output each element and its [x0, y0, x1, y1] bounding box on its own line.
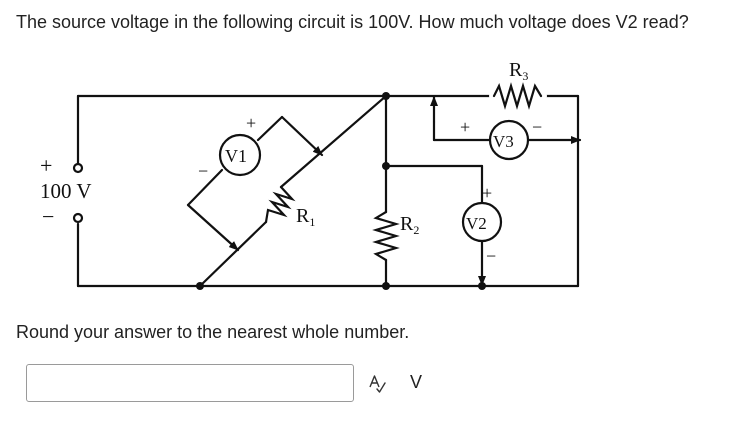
v1-label: V1 — [225, 146, 247, 166]
v2-plus: + — [482, 183, 492, 203]
r1-label: R1 — [296, 205, 315, 229]
v2-minus: − — [486, 246, 496, 266]
v3-plus: + — [460, 117, 470, 137]
source-minus: − — [42, 204, 54, 229]
question-text: The source voltage in the following circ… — [16, 12, 689, 32]
v1-plus: + — [246, 113, 256, 133]
format-text-icon[interactable] — [368, 374, 386, 394]
v1-minus: − — [198, 161, 208, 181]
instruction-text: Round your answer to the nearest whole n… — [16, 322, 410, 342]
v2-label: V2 — [466, 214, 487, 233]
v3-minus: − — [532, 117, 542, 137]
unit-label: V — [410, 372, 423, 392]
circuit-diagram: + 100 V − V1 + − R1 R2 R3 V2 + − V3 + − — [40, 59, 582, 290]
source-plus: + — [40, 153, 52, 178]
r3-label: R3 — [509, 59, 528, 83]
r2-label: R2 — [400, 213, 419, 237]
answer-input[interactable] — [26, 364, 354, 402]
v3-label: V3 — [493, 132, 514, 151]
source-voltage-label: 100 V — [40, 179, 92, 203]
